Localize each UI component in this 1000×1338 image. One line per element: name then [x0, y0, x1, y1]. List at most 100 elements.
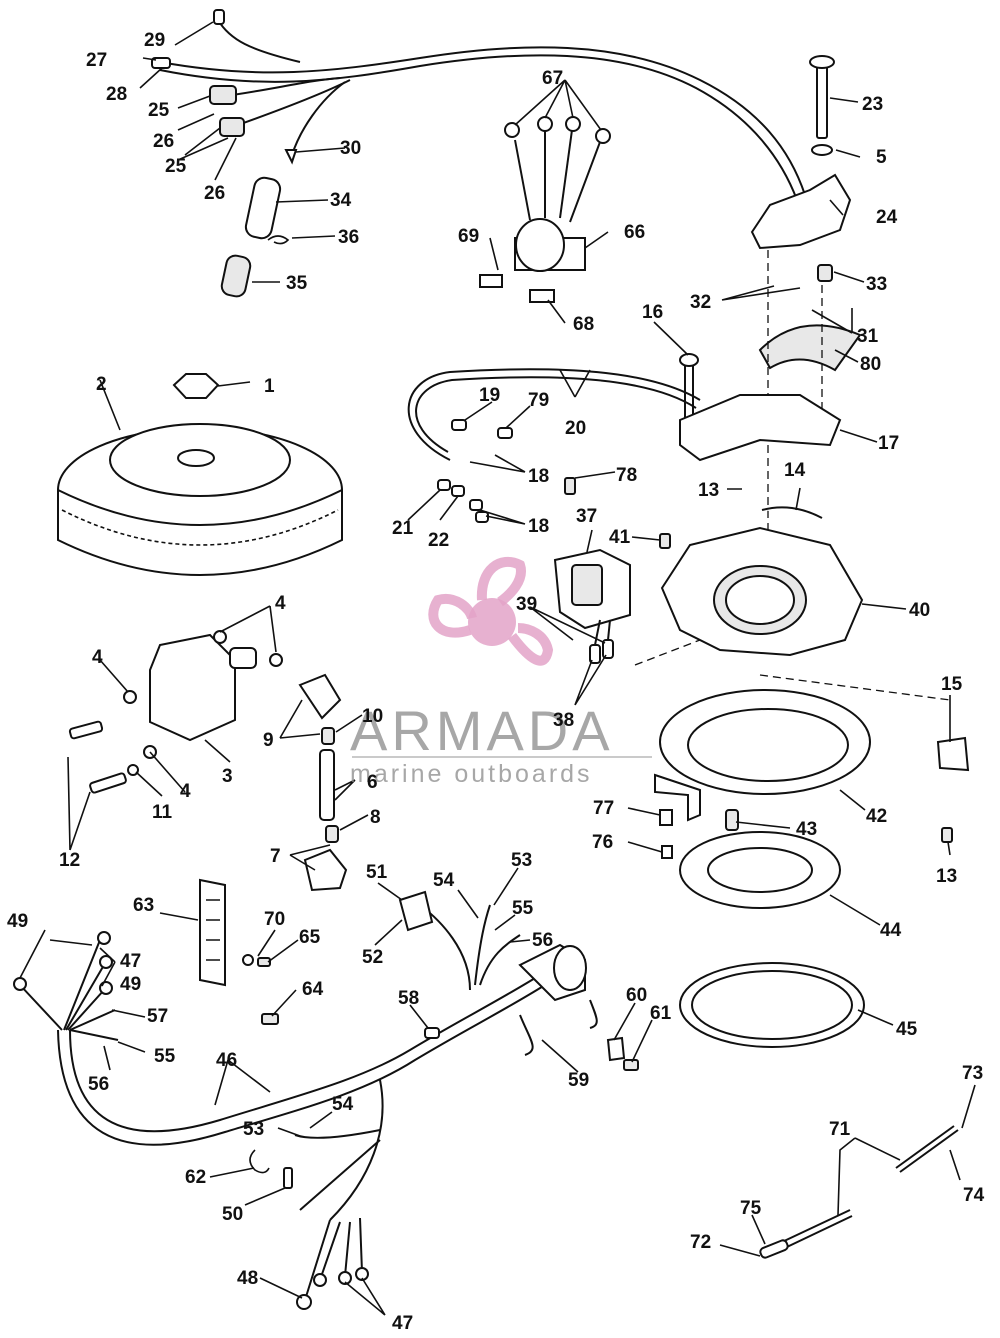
- callout-numbers: 1 2 3 4 4 4 5 6 7 8 9 10 11 12 13 13 14 …: [7, 30, 985, 1334]
- callout-77: 77: [593, 798, 614, 819]
- callout-53a: 53: [511, 850, 532, 871]
- callout-4b: 4: [92, 647, 103, 668]
- callout-33: 33: [866, 274, 887, 295]
- callout-10: 10: [362, 706, 383, 727]
- callout-57: 57: [147, 1006, 168, 1027]
- callout-55a: 55: [512, 898, 534, 919]
- callout-65: 65: [299, 927, 321, 948]
- callout-53b: 53: [243, 1119, 264, 1140]
- callout-67: 67: [542, 68, 563, 89]
- callout-25a: 25: [148, 100, 170, 121]
- callout-13b: 13: [936, 866, 957, 887]
- callout-18b: 18: [528, 516, 549, 537]
- callout-68: 68: [573, 314, 594, 335]
- callout-19: 19: [479, 385, 500, 406]
- terminal-sleeves: [220, 176, 290, 298]
- callout-8: 8: [370, 807, 381, 828]
- callout-28: 28: [106, 84, 127, 105]
- callout-26a: 26: [153, 131, 174, 152]
- leader-lines: [19, 21, 976, 1316]
- callout-58: 58: [398, 988, 419, 1009]
- callout-26b: 26: [204, 183, 225, 204]
- callout-22: 22: [428, 530, 449, 551]
- callout-79: 79: [528, 390, 549, 411]
- callout-64: 64: [302, 979, 324, 1000]
- armature-plate-cable: [407, 353, 842, 523]
- callout-72: 72: [690, 1232, 711, 1253]
- callout-17: 17: [878, 433, 899, 454]
- timer-base: [564, 477, 951, 701]
- solenoid-assembly: [479, 116, 611, 303]
- callout-4c: 4: [180, 781, 191, 802]
- callout-74: 74: [963, 1185, 985, 1206]
- callout-66: 66: [624, 222, 645, 243]
- callout-44: 44: [880, 920, 902, 941]
- callout-54b: 54: [332, 1094, 354, 1115]
- callout-1: 1: [264, 376, 275, 397]
- callout-43: 43: [796, 819, 817, 840]
- callout-60: 60: [626, 985, 647, 1006]
- callout-78: 78: [616, 465, 637, 486]
- callout-69: 69: [458, 226, 479, 247]
- top-wiring-harness: [151, 9, 806, 201]
- callout-13a: 13: [698, 480, 719, 501]
- retainer-rings: [654, 689, 871, 1048]
- callout-42: 42: [866, 806, 887, 827]
- flywheel: [57, 373, 343, 576]
- armada-watermark: ARMADA marine outboards: [350, 556, 652, 788]
- callout-37: 37: [576, 506, 597, 527]
- watermark-brand: ARMADA: [350, 699, 614, 762]
- terminal-block: [199, 878, 279, 1025]
- callout-27: 27: [86, 50, 107, 71]
- main-wiring-harness: [13, 890, 639, 1310]
- propeller-logo-icon: [428, 556, 554, 666]
- callout-3: 3: [222, 766, 233, 787]
- callout-56a: 56: [532, 930, 553, 951]
- clip-and-screw: [936, 736, 970, 843]
- power-pack: [553, 548, 631, 664]
- callout-55b: 55: [154, 1046, 176, 1067]
- timer-base-bracket: [750, 55, 862, 640]
- callout-50: 50: [222, 1204, 243, 1225]
- callout-75: 75: [740, 1198, 762, 1219]
- callout-2: 2: [96, 374, 107, 395]
- callout-39: 39: [516, 594, 537, 615]
- watermark-tagline: marine outboards: [350, 760, 593, 788]
- callout-24: 24: [876, 207, 898, 228]
- callout-41: 41: [609, 527, 631, 548]
- callout-12: 12: [59, 850, 80, 871]
- callout-32: 32: [690, 292, 711, 313]
- callout-31: 31: [857, 326, 879, 347]
- ignition-coil: [68, 630, 283, 794]
- callout-56b: 56: [88, 1074, 109, 1095]
- callout-21: 21: [392, 518, 414, 539]
- callout-5: 5: [876, 147, 887, 168]
- callout-15: 15: [941, 674, 963, 695]
- callout-11: 11: [152, 802, 173, 823]
- callout-76: 76: [592, 832, 613, 853]
- callout-51: 51: [366, 862, 388, 883]
- callout-45: 45: [896, 1019, 918, 1040]
- callout-40: 40: [909, 600, 930, 621]
- callout-35: 35: [286, 273, 308, 294]
- callout-18a: 18: [528, 466, 549, 487]
- callout-46: 46: [216, 1050, 237, 1071]
- callout-70: 70: [264, 909, 285, 930]
- callout-30: 30: [340, 138, 361, 159]
- callout-47b: 47: [392, 1313, 413, 1334]
- callout-62: 62: [185, 1167, 206, 1188]
- callout-34: 34: [330, 190, 352, 211]
- callout-80: 80: [860, 354, 881, 375]
- callout-20: 20: [565, 418, 586, 439]
- callout-49a: 49: [7, 911, 28, 932]
- callout-9: 9: [263, 730, 274, 751]
- callout-63: 63: [133, 895, 154, 916]
- callout-52: 52: [362, 947, 383, 968]
- callout-6: 6: [367, 772, 378, 793]
- callout-38: 38: [553, 710, 574, 731]
- callout-71: 71: [829, 1119, 851, 1140]
- callout-14: 14: [784, 460, 806, 481]
- callout-61: 61: [650, 1003, 672, 1024]
- callout-59: 59: [568, 1070, 589, 1091]
